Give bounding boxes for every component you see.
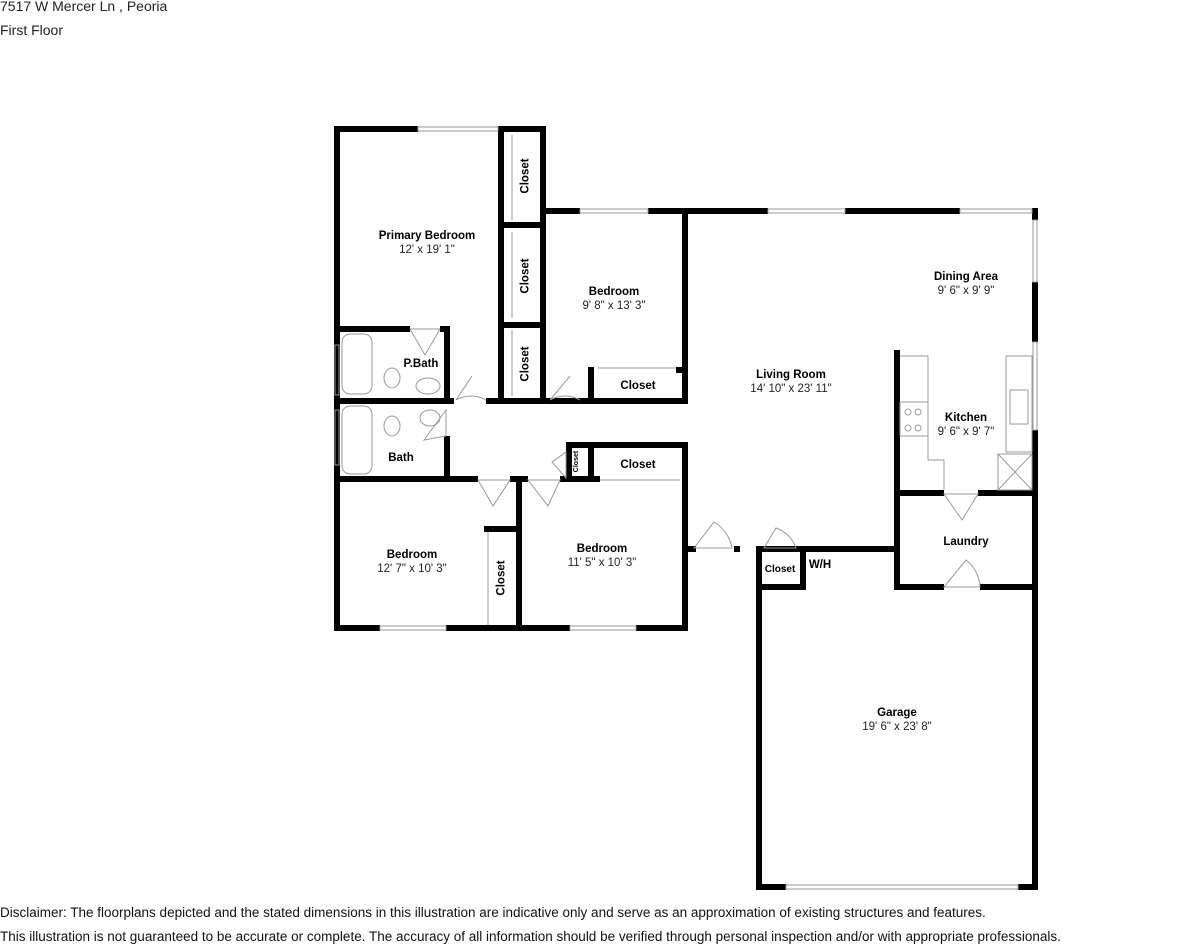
room-bath: Bath bbox=[388, 452, 414, 464]
address-title: 7517 W Mercer Ln , Peoria bbox=[0, 0, 168, 14]
closet-primary-2: Closet bbox=[519, 258, 532, 294]
disclaimer-line-2: This illustration is not guaranteed to b… bbox=[0, 929, 1061, 944]
disclaimer-line-1: Disclaimer: The floorplans depicted and … bbox=[0, 905, 986, 920]
closet-bedroom-4: Closet bbox=[620, 459, 656, 471]
closet-primary-3: Closet bbox=[519, 346, 532, 382]
closet-hall-small: Closet bbox=[573, 450, 581, 473]
floor-label: First Floor bbox=[0, 22, 63, 38]
room-p-bath: P.Bath bbox=[403, 358, 439, 370]
closet-hall: Closet bbox=[764, 564, 796, 575]
closet-bedroom-2: Closet bbox=[620, 380, 656, 392]
closet-primary-1: Closet bbox=[519, 158, 532, 194]
room-wh: W/H bbox=[808, 559, 832, 571]
room-laundry: Laundry bbox=[943, 536, 989, 548]
closet-bedroom-3: Closet bbox=[495, 560, 508, 596]
